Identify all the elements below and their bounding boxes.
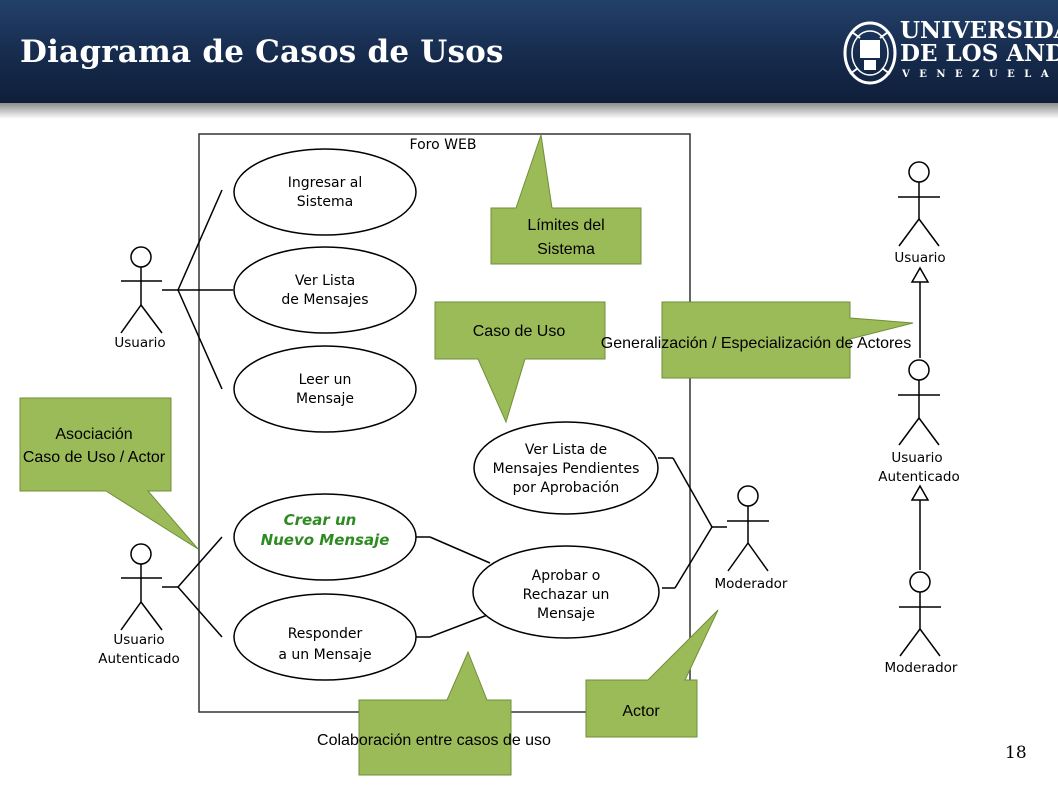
- svg-text:Moderador: Moderador: [885, 660, 958, 676]
- slide-header: [0, 0, 1058, 103]
- svg-text:Autenticado: Autenticado: [878, 469, 960, 485]
- svg-text:Usuario: Usuario: [894, 250, 945, 266]
- system-boundary-label: Foro WEB: [410, 137, 477, 153]
- svg-text:Usuario: Usuario: [114, 335, 165, 351]
- stick-figure-icon: [898, 161, 940, 247]
- stick-figure-icon: [727, 485, 769, 572]
- callout-colaboracion: Colaboración entre casos de uso: [317, 650, 551, 776]
- svg-text:Ver Lista de: Ver Lista de: [525, 442, 607, 458]
- hierarchy-actor-moderador: Moderador: [885, 571, 958, 676]
- logo-text-line3: VENEZUELA: [902, 69, 1058, 80]
- stick-figure-icon: [898, 359, 940, 446]
- svg-text:Límites del: Límites del: [527, 217, 604, 234]
- callout-actor: Actor: [585, 609, 719, 738]
- svg-text:Generalización / Especializaci: Generalización / Especialización de Acto…: [601, 335, 911, 352]
- svg-text:Mensajes Pendientes: Mensajes Pendientes: [493, 461, 640, 477]
- hierarchy-actor-usuario: Usuario: [894, 161, 946, 266]
- use-case-ver-lista: Ver Lista de Mensajes: [233, 246, 417, 334]
- svg-text:Ingresar al: Ingresar al: [288, 175, 363, 191]
- stick-figure-icon: [899, 571, 941, 657]
- slide-title: Diagrama de Casos de Usos: [20, 34, 504, 70]
- callout-generalizacion: Generalización / Especialización de Acto…: [601, 301, 914, 379]
- svg-text:Mensaje: Mensaje: [537, 606, 595, 622]
- svg-text:Aprobar o: Aprobar o: [532, 568, 601, 584]
- association-lines: [162, 189, 727, 638]
- stick-figure-icon: [120, 543, 163, 631]
- actor-usuario: Usuario: [114, 246, 166, 351]
- svg-text:Responder: Responder: [288, 626, 363, 642]
- svg-text:Moderador: Moderador: [715, 576, 788, 592]
- svg-text:Rechazar un: Rechazar un: [523, 587, 610, 603]
- use-case-responder: Responder a un Mensaje: [233, 593, 417, 681]
- svg-text:Crear un: Crear un: [284, 511, 357, 529]
- callout-asociacion: Asociación Caso de Uso / Actor: [19, 397, 199, 550]
- svg-text:Colaboración entre casos de us: Colaboración entre casos de uso: [317, 732, 551, 749]
- page-number: 18: [1005, 743, 1027, 763]
- svg-text:Sistema: Sistema: [297, 194, 353, 210]
- svg-text:Ver Lista: Ver Lista: [295, 273, 355, 289]
- svg-text:por Aprobación: por Aprobación: [513, 480, 620, 496]
- callout-limites-del-sistema: Límites del Sistema: [490, 134, 642, 265]
- svg-text:Nuevo Mensaje: Nuevo Mensaje: [261, 531, 390, 549]
- use-case-ingresar: Ingresar al Sistema: [233, 148, 417, 236]
- university-logo: UNIVERSIDAD DE LOS ANDES VENEZUELA: [842, 16, 1058, 92]
- header-shadow: [0, 103, 1058, 119]
- svg-text:Mensaje: Mensaje: [296, 391, 354, 407]
- hierarchy-actor-usuario-autenticado: Usuario Autenticado: [878, 359, 960, 485]
- actor-usuario-autenticado: Usuario Autenticado: [98, 543, 180, 667]
- svg-text:a un Mensaje: a un Mensaje: [278, 647, 371, 663]
- callout-caso-de-uso: Caso de Uso: [434, 301, 606, 424]
- svg-text:Asociación: Asociación: [55, 426, 132, 443]
- svg-text:Sistema: Sistema: [537, 241, 595, 258]
- stick-figure-icon: [120, 246, 163, 334]
- svg-text:Leer un: Leer un: [299, 372, 352, 388]
- svg-text:Actor: Actor: [622, 703, 660, 720]
- actor-moderador: Moderador: [715, 485, 788, 592]
- logo-text-line2: DE LOS ANDES: [900, 40, 1058, 67]
- use-case-aprobar: Aprobar o Rechazar un Mensaje: [472, 545, 660, 639]
- use-case-crear: Crear un Nuevo Mensaje: [233, 493, 417, 581]
- use-case-leer: Leer un Mensaje: [233, 345, 417, 433]
- svg-text:Autenticado: Autenticado: [98, 651, 180, 667]
- svg-text:Caso de Uso / Actor: Caso de Uso / Actor: [23, 449, 166, 466]
- generalization-lines: [910, 266, 930, 570]
- use-case-pendientes: Ver Lista de Mensajes Pendientes por Apr…: [473, 421, 659, 515]
- svg-text:Usuario: Usuario: [891, 450, 942, 466]
- university-seal-icon: [843, 21, 897, 85]
- svg-text:de Mensajes: de Mensajes: [281, 292, 368, 308]
- svg-text:Usuario: Usuario: [113, 632, 164, 648]
- svg-text:Caso de Uso: Caso de Uso: [473, 323, 566, 340]
- logo-text-line1: UNIVERSIDAD: [900, 17, 1058, 44]
